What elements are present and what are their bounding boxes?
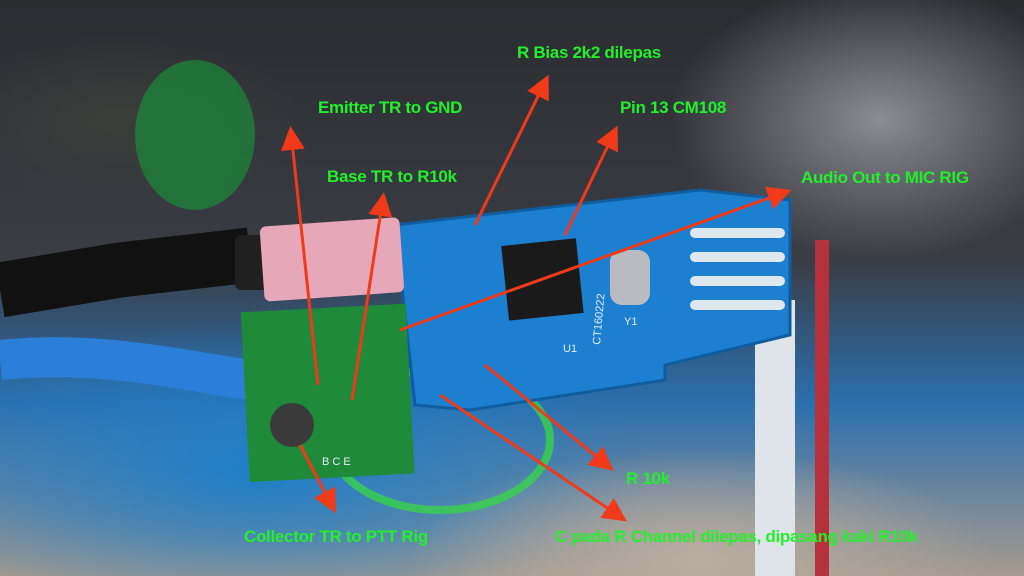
arrow-base [350,192,393,401]
label-collector: Collector TR to PTT Rig [244,527,428,546]
arrow-r-bias [473,74,549,226]
transistor [270,403,314,447]
label-pin13: Pin 13 CM108 [620,98,727,117]
usb-connector [690,228,785,310]
arrow-c-pada [439,393,627,522]
white-cable [755,300,795,576]
pink-audio-jack [259,217,405,302]
usb-sound-card-pcb [393,188,792,412]
arrow-collector [298,444,336,514]
arrow-emitter [280,126,320,386]
silkscreen-y1: Y1 [624,316,637,328]
silkscreen-pins: B C E [322,456,351,468]
label-audio-out: Audio Out to MIC RIG [801,168,969,187]
silkscreen-part-code: CT160222 [591,293,607,345]
red-wire [815,240,829,576]
green-spool [135,60,255,210]
label-r10k: R 10k [626,469,670,488]
arrow-pin13 [563,125,619,236]
audio-plug-cable [0,227,254,318]
crystal-y1 [610,250,650,305]
label-base: Base TR to R10k [327,167,457,186]
label-emitter: Emitter TR to GND [318,98,463,117]
arrow-r10k [484,363,614,471]
label-c-pada: C pada R Channel dilepas, dipasang kaki … [555,527,918,546]
arrow-audio-out [399,186,792,332]
blue-cable [0,337,253,400]
label-r-bias: R Bias 2k2 dilepas [517,43,661,62]
silkscreen-u1: U1 [563,343,577,355]
